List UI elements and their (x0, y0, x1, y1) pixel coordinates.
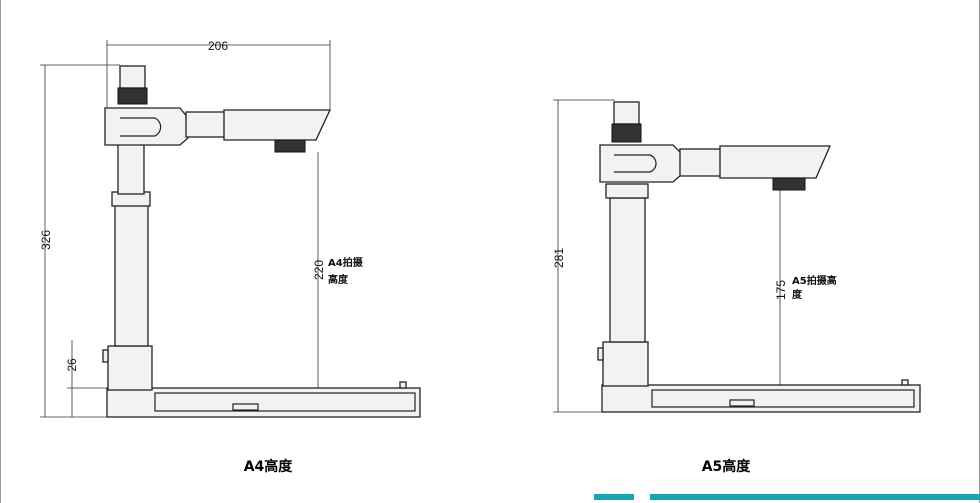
a4-caption: A4高度 (244, 458, 294, 475)
a4-stand (102, 65, 421, 418)
a5-height-dim: 281 (552, 248, 566, 268)
a4-width-dim: 206 (208, 39, 228, 53)
accent-bar-small (594, 494, 634, 500)
a4-base-dim: 26 (65, 358, 79, 372)
a4-capture-dim: 220 (312, 260, 326, 280)
accent-bar (650, 494, 980, 500)
a4-capture-label: A4拍摄 (328, 256, 364, 269)
a4-capture-label-2: 高度 (328, 273, 349, 286)
a5-stand (597, 101, 921, 413)
a5-capture-dim: 175 (774, 280, 788, 300)
a5-capture-label-2: 度 (792, 288, 803, 301)
a5-capture-label: A5拍摄高 (792, 274, 837, 287)
a4-height-dim: 326 (39, 230, 53, 250)
a5-caption: A5高度 (702, 458, 752, 475)
